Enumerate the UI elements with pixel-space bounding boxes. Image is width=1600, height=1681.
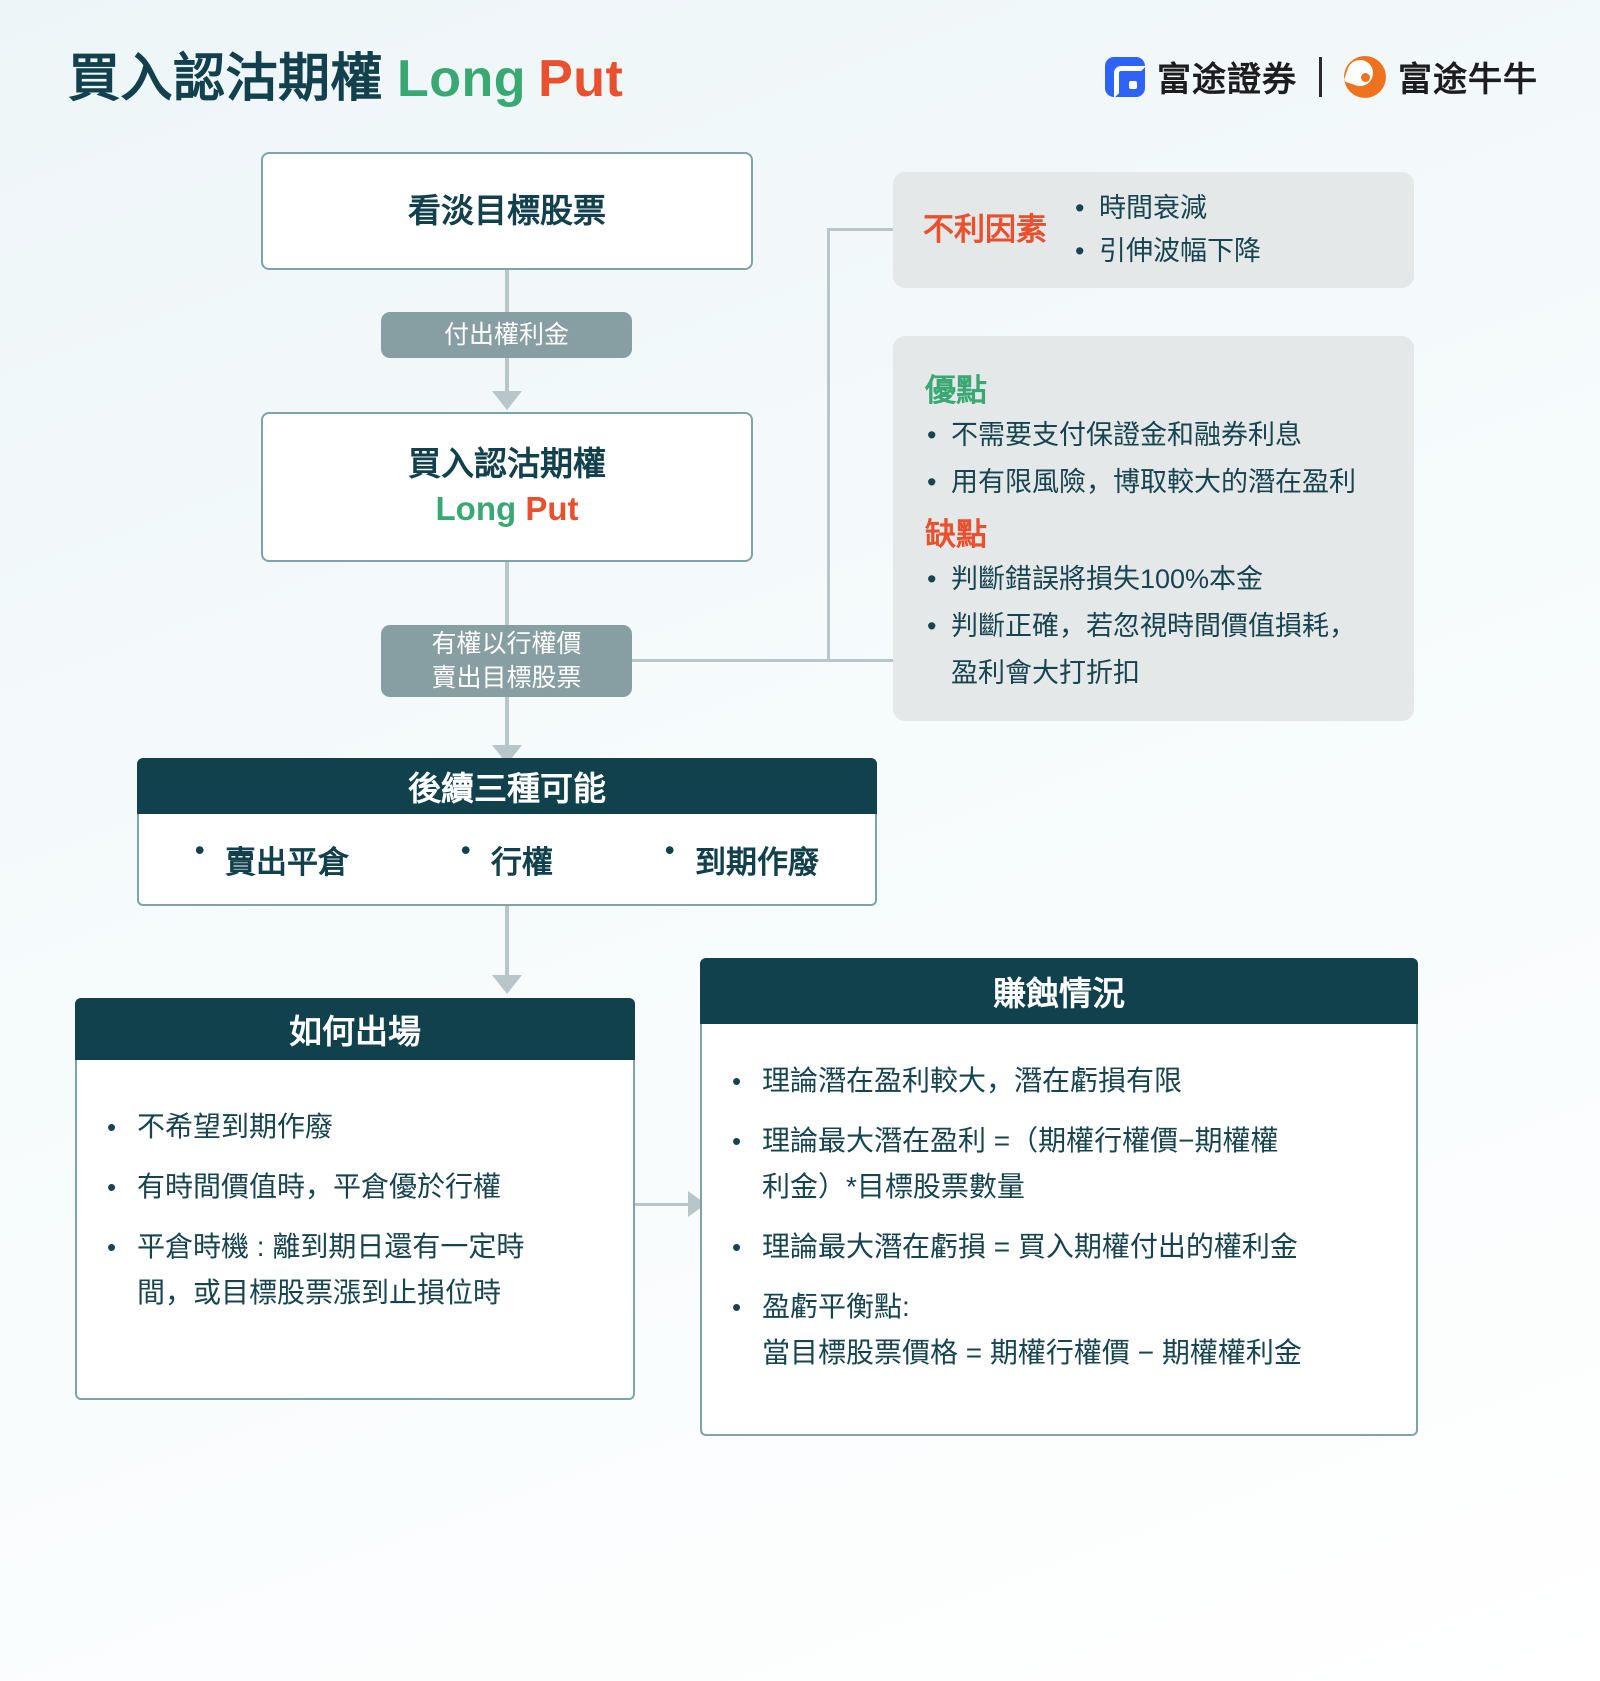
brand-divider (1319, 56, 1322, 97)
list-item-continuation: 當目標股票價格 = 期權行權價 − 期權權利金 (762, 1337, 1302, 1368)
connector-pill2-right (632, 659, 830, 662)
card-how-to-exit-body: 不希望到期作廢 有時間價值時，平倉優於行權 平倉時機 : 離到期日還有一定時 間… (75, 1060, 635, 1400)
connector-pill2-outcomes (505, 697, 509, 749)
list-item: 盈虧平衡點: 當目標股票價格 = 期權行權價 − 期權權利金 (724, 1284, 1394, 1376)
list-item: 引伸波幅下降 (1073, 230, 1261, 273)
list-item-text: 盈虧平衡點: (762, 1291, 910, 1322)
card-outcomes: 後續三種可能 賣出平倉 行權 到期作廢 (137, 758, 877, 906)
list-item-continuation: 間，或目標股票漲到止損位時 (137, 1277, 502, 1308)
flow-box-long-put: 買入認沽期權 Long Put (261, 412, 753, 562)
connector-box2-pill2 (505, 562, 509, 625)
flow-box-long-put-en-put: Put (525, 490, 579, 527)
connector-box1-pill1 (505, 270, 509, 312)
flow-pill-right-to-sell-line1: 有權以行權價 (431, 630, 582, 658)
connector-outcomes-exit (505, 906, 509, 979)
panel-negative-factors: 不利因素 時間衰減 引伸波幅下降 (893, 172, 1414, 288)
brand-futu-securities: 富途證券 (1105, 52, 1297, 101)
list-item: 理論最大潛在虧損 = 買入期權付出的權利金 (724, 1224, 1394, 1270)
panel-pros-cons: 優點 不需要支付保證金和融券利息 用有限風險，博取較大的潛在盈利 缺點 判斷錯誤… (893, 336, 1414, 721)
connector-right-vertical (827, 228, 830, 662)
page-title-cn: 買入認沽期權 (68, 50, 384, 108)
brand-futu-niuniu: 富途牛牛 (1344, 52, 1538, 101)
flow-box-long-put-en: Long Put (436, 486, 579, 532)
page-title-put: Put (538, 50, 624, 108)
card-how-to-exit: 如何出場 不希望到期作廢 有時間價值時，平倉優於行權 平倉時機 : 離到期日還有… (75, 998, 635, 1400)
card-profit-loss: 賺蝕情況 理論潛在盈利較大，潛在虧損有限 理論最大潛在盈利 =（期權行權價−期權… (700, 958, 1418, 1436)
connector-exit-pnl (635, 1203, 690, 1206)
card-outcomes-heading: 後續三種可能 (137, 758, 877, 814)
flow-box-long-put-en-long: Long (435, 490, 517, 527)
connector-right-to-prosons-panel (827, 659, 893, 662)
arrow-pill1-box2-icon (492, 391, 522, 410)
panel-pros-heading: 優點 (925, 373, 987, 408)
outcome-option-expire-worthless: 到期作廢 (665, 835, 819, 882)
flow-box-bearish-outlook: 看淡目標股票 (261, 152, 753, 270)
list-item-text: 理論最大潛在盈利 =（期權行權價−期權權 (762, 1125, 1279, 1156)
connector-pill1-box2 (505, 358, 509, 395)
outcome-option-sell-to-close: 賣出平倉 (195, 835, 349, 882)
panel-negative-heading: 不利因素 (923, 212, 1047, 247)
list-item: 理論潛在盈利較大，潛在虧損有限 (724, 1058, 1394, 1104)
list-item: 理論最大潛在盈利 =（期權行權價−期權權 利金）*目標股票數量 (724, 1118, 1394, 1210)
page-title-long: Long (397, 50, 527, 108)
list-item: 不需要支付保證金和融券利息 (925, 412, 1384, 459)
flow-pill-right-to-sell: 有權以行權價 賣出目標股票 (381, 625, 632, 697)
list-item: 判斷錯誤將損失100%本金 (925, 556, 1384, 603)
flow-pill-pay-premium-label: 付出權利金 (443, 321, 569, 349)
futu-securities-logo-icon (1105, 56, 1146, 98)
panel-pros-list: 不需要支付保證金和融券利息 用有限風險，博取較大的潛在盈利 (925, 412, 1384, 506)
arrow-outcomes-exit-icon (492, 975, 522, 994)
card-profit-loss-body: 理論潛在盈利較大，潛在虧損有限 理論最大潛在盈利 =（期權行權價−期權權 利金）… (700, 1024, 1418, 1436)
outcome-option-exercise: 行權 (461, 835, 553, 882)
flow-pill-pay-premium: 付出權利金 (381, 312, 632, 358)
brand-lockup: 富途證券 富途牛牛 (1105, 52, 1538, 101)
flow-box-bearish-outlook-label: 看淡目標股票 (408, 192, 606, 229)
list-item: 平倉時機 : 離到期日還有一定時 間，或目標股票漲到止損位時 (99, 1224, 615, 1316)
list-item: 用有限風險，博取較大的潛在盈利 (925, 459, 1384, 506)
futu-niuniu-logo-icon (1344, 55, 1386, 98)
card-how-to-exit-heading: 如何出場 (75, 998, 635, 1060)
brand-futu-niuniu-label: 富途牛牛 (1398, 61, 1538, 99)
flow-pill-right-to-sell-line2: 賣出目標股票 (431, 664, 582, 692)
flow-box-long-put-cn: 買入認沽期權 (408, 445, 606, 482)
list-item: 不希望到期作廢 (99, 1104, 615, 1150)
panel-cons-heading: 缺點 (925, 517, 987, 552)
brand-futu-securities-label: 富途證券 (1157, 61, 1297, 99)
list-item: 時間衰減 (1073, 187, 1261, 230)
list-item: 有時間價值時，平倉優於行權 (99, 1164, 615, 1210)
list-item-continuation: 利金）*目標股票數量 (762, 1171, 1025, 1202)
pnl-list: 理論潛在盈利較大，潛在虧損有限 理論最大潛在盈利 =（期權行權價−期權權 利金）… (724, 1058, 1394, 1376)
connector-right-to-negative-panel (827, 228, 893, 231)
panel-cons-list: 判斷錯誤將損失100%本金 判斷正確，若忽視時間價值損耗， 盈利會大打折扣 (925, 556, 1384, 697)
list-item-text: 判斷正確，若忽視時間價值損耗， (951, 611, 1356, 641)
panel-negative-list: 時間衰減 引伸波幅下降 (1073, 187, 1261, 273)
exit-list: 不希望到期作廢 有時間價值時，平倉優於行權 平倉時機 : 離到期日還有一定時 間… (99, 1104, 615, 1316)
outcome-options-row: 賣出平倉 行權 到期作廢 (139, 814, 875, 904)
list-item: 判斷正確，若忽視時間價值損耗， 盈利會大打折扣 (925, 603, 1384, 697)
list-item-continuation: 盈利會大打折扣 (951, 658, 1140, 688)
card-outcomes-body: 賣出平倉 行權 到期作廢 (137, 814, 877, 906)
card-profit-loss-heading: 賺蝕情況 (700, 958, 1418, 1024)
list-item-text: 平倉時機 : 離到期日還有一定時 (137, 1231, 525, 1262)
